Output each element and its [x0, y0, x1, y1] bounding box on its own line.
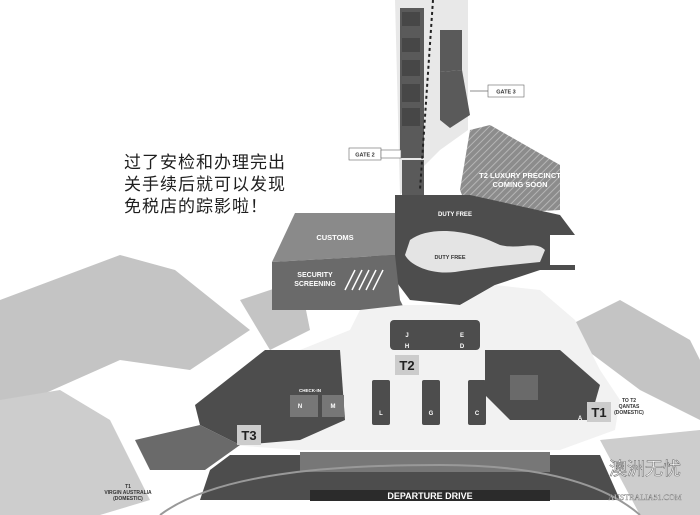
checkin-letter-gf: G — [429, 411, 434, 417]
terminal-t3-label: T3 — [241, 428, 256, 443]
virgin-line-1: T1 — [125, 484, 131, 490]
checkin-letter-cb: C — [475, 411, 480, 417]
duty-free-label-2: DUTY FREE — [434, 255, 465, 261]
customs-label: CUSTOMS — [316, 233, 353, 242]
watermark-line-2: AUSTRALIA51.COM — [608, 493, 682, 502]
checkin-islands: L G C — [372, 380, 486, 425]
checkin-letter-lk: L — [379, 411, 383, 417]
checkin-letter-h: H — [405, 344, 409, 350]
security-label-1: SECURITY — [297, 272, 333, 279]
watermark: 澳洲无忧 AUSTRALIA51.COM — [608, 459, 682, 502]
checkin-letter-n: N — [298, 404, 302, 410]
caption-text: 过了安检和办理完出 关手续后就可以发现 免税店的踪影啦！ — [124, 152, 286, 218]
checkin-letter-a: A — [578, 416, 583, 422]
terminal-t1-label: T1 — [591, 405, 606, 420]
luxury-precinct-label-1: T2 LUXURY PRECINCT — [479, 171, 561, 180]
qantas-line-3: (DOMESTIC) — [614, 410, 644, 416]
terminal-t2-label: T2 — [399, 358, 414, 373]
qantas-label: TO T2 QANTAS (DOMESTIC) — [614, 398, 644, 416]
background-buildings — [0, 255, 700, 515]
checkin-letter-d: D — [460, 344, 465, 350]
virgin-line-2: VIRGIN AUSTRALIA — [104, 490, 152, 496]
west-wing: N M CHECK-IN — [135, 350, 345, 470]
checkin-letter-j: J — [405, 333, 408, 339]
duty-free-label-1: DUTY FREE — [438, 212, 472, 218]
checkin-letter-e: E — [460, 333, 464, 339]
terminal-labels: T2 T3 T1 — [237, 355, 611, 445]
gate-2-label: GATE 2 — [355, 153, 374, 159]
qantas-line-1: TO T2 — [622, 398, 636, 404]
departure-forecourt: DEPARTURE DRIVE — [159, 452, 641, 515]
caption-line-2: 关手续后就可以发现 — [124, 175, 286, 195]
luxury-precinct: T2 LUXURY PRECINCT COMING SOON — [460, 125, 561, 215]
east-wing: A — [485, 350, 600, 422]
caption-line-1: 过了安检和办理完出 — [124, 153, 286, 173]
virgin-line-3: (DOMESTIC) — [113, 496, 143, 502]
qantas-line-2: QANTAS — [619, 404, 640, 410]
virgin-label: T1 VIRGIN AUSTRALIA (DOMESTIC) — [104, 484, 152, 502]
customs-security-zone: CUSTOMS SECURITY SCREENING — [272, 213, 405, 310]
checkin-label: CHECK-IN — [299, 388, 321, 393]
gate-markers: GATE 3 GATE 2 — [348, 84, 525, 161]
security-label-2: SCREENING — [294, 281, 336, 288]
checkin-letter-m: M — [331, 404, 336, 410]
north-pier — [395, 0, 470, 200]
watermark-line-1: 澳洲无忧 — [609, 459, 681, 480]
gate-3-label: GATE 3 — [496, 90, 515, 96]
duty-free-zone: DUTY FREE DUTY FREE — [370, 195, 575, 305]
luxury-precinct-label-2: COMING SOON — [492, 180, 547, 189]
departure-drive-label: DEPARTURE DRIVE — [387, 491, 472, 501]
caption-line-3: 免税店的踪影啦！ — [124, 197, 268, 217]
